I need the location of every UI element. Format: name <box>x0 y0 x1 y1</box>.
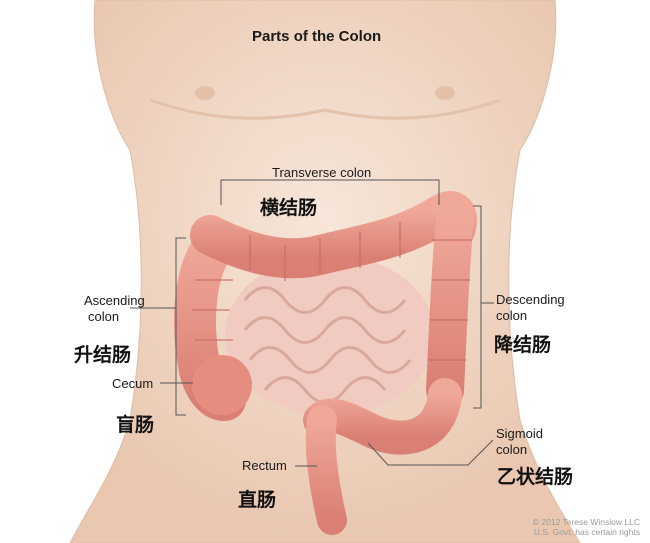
copyright-credit: © 2012 Terese Winslow LLC U.S. Govt. has… <box>533 517 640 537</box>
colon <box>174 191 477 535</box>
label-descending-colon-line1: Descending <box>496 292 565 307</box>
label-rectum-zh: 直肠 <box>238 489 277 511</box>
label-cecum: Cecum <box>112 376 154 391</box>
label-cecum-zh: 盲肠 <box>116 414 155 436</box>
small-intestine <box>225 255 435 415</box>
leader-lines <box>130 179 494 467</box>
label-transverse-colon-zh: 横结肠 <box>260 197 318 219</box>
label-transverse-colon: Transverse colon <box>272 165 372 180</box>
diagram-title: Parts of the Colon <box>252 28 382 45</box>
right-nipple <box>435 86 455 100</box>
label-sigmoid-colon-line1: Sigmoid <box>496 426 543 441</box>
chest-contour <box>149 98 501 120</box>
credit-line-1: © 2012 Terese Winslow LLC <box>532 517 640 527</box>
left-nipple <box>195 86 215 100</box>
label-rectum: Rectum <box>242 458 287 473</box>
label-descending-colon-line2: colon <box>496 308 528 323</box>
label-sigmoid-colon-zh: 乙状结肠 <box>497 466 574 488</box>
label-ascending-colon-line2: colon <box>88 309 120 324</box>
credit-line-2: U.S. Govt. has certain rights <box>533 527 640 537</box>
descending-bracket <box>473 205 482 409</box>
label-sigmoid-colon-line2: colon <box>496 442 528 457</box>
sigmoid-pointer <box>367 439 494 466</box>
transverse-bracket <box>220 179 440 205</box>
label-descending-colon-zh: 降结肠 <box>494 334 552 356</box>
ascending-bracket <box>175 237 186 416</box>
label-ascending-colon-zh: 升结肠 <box>74 344 132 366</box>
label-ascending-colon-line1: Ascending <box>84 293 145 308</box>
